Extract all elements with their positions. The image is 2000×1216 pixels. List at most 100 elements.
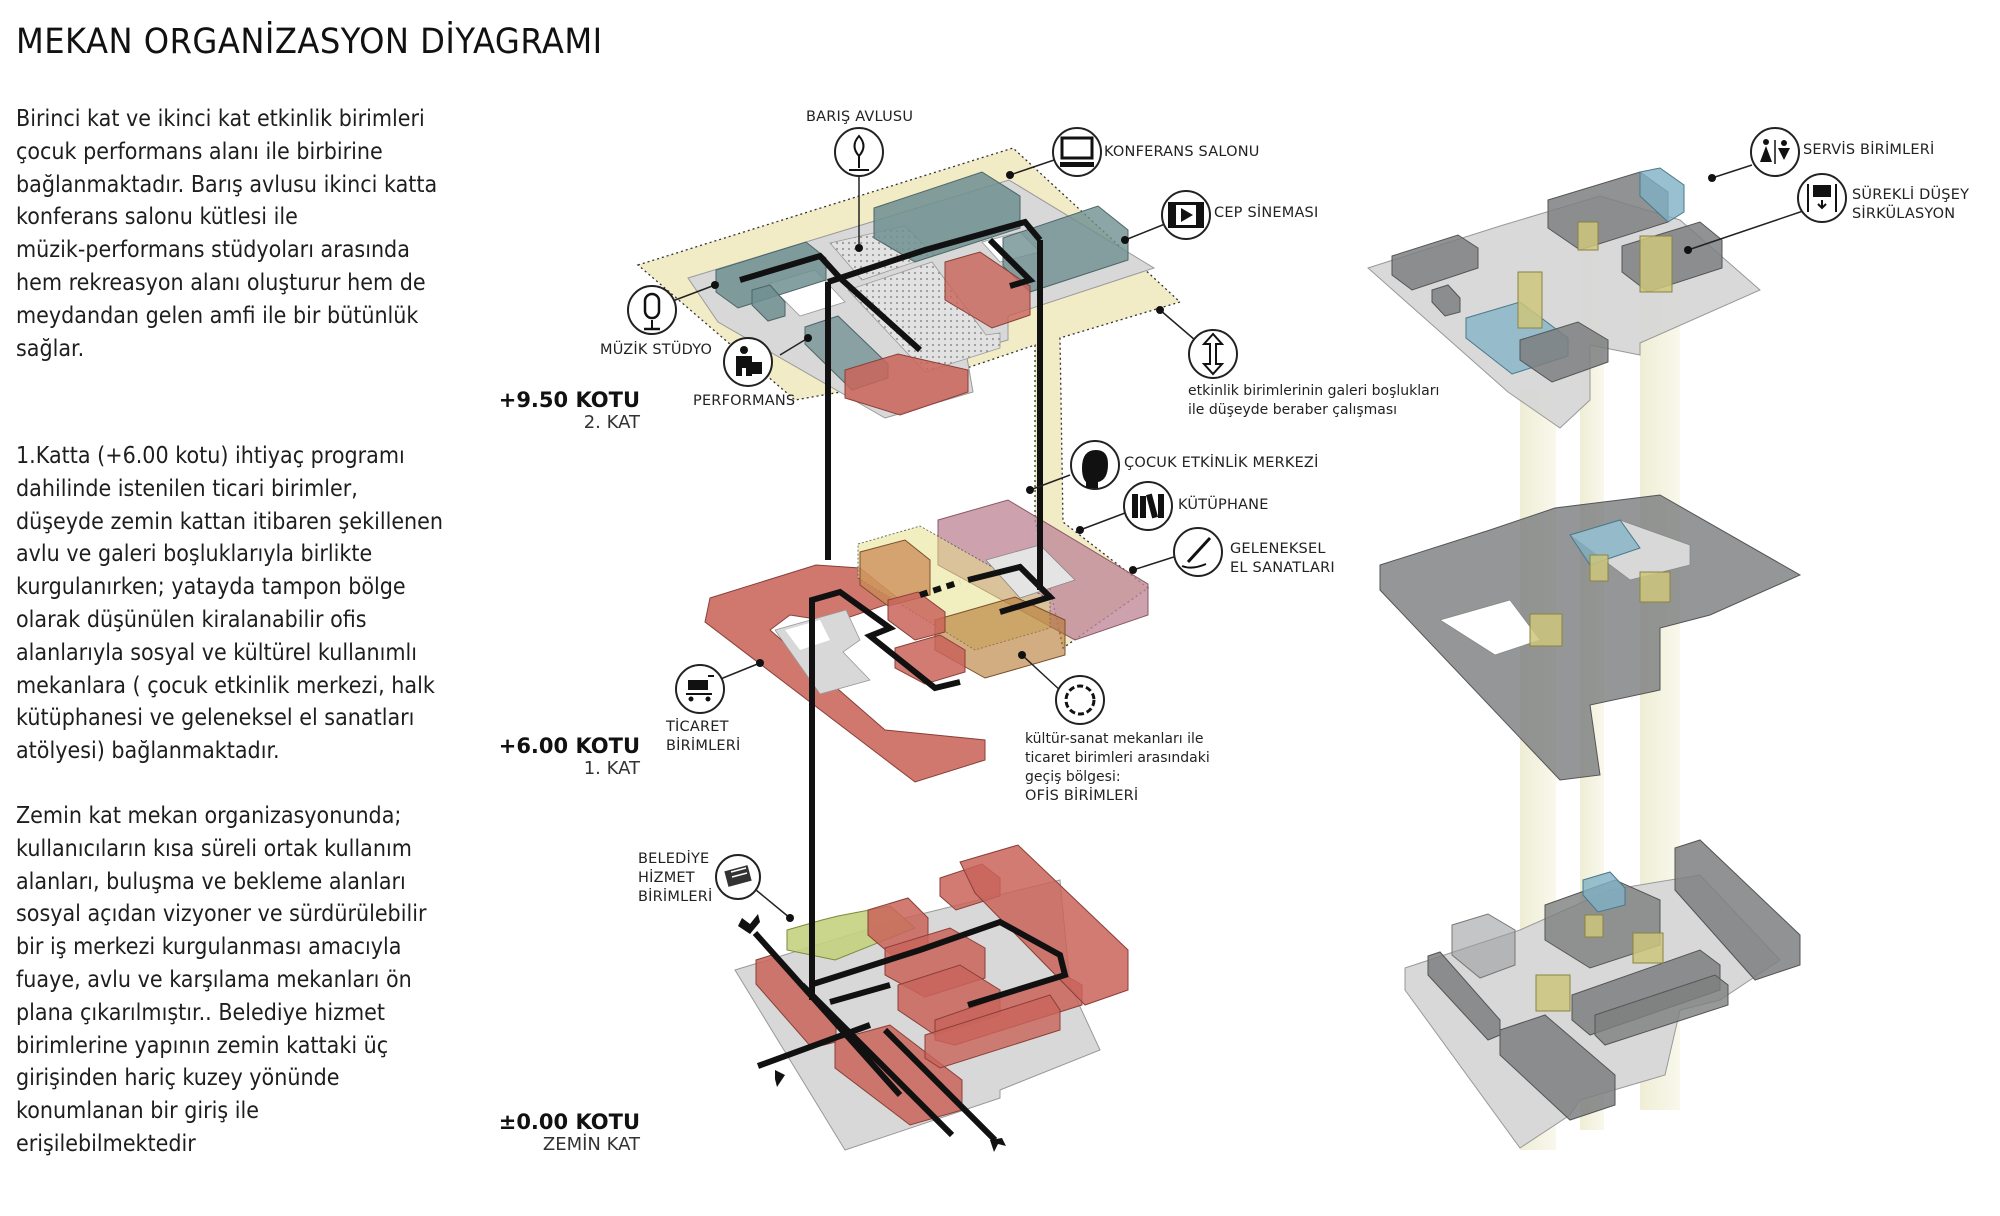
text-line: bağlanmaktadır. Barış avlusu ikinci katt… xyxy=(16,171,438,198)
child-head-icon xyxy=(1070,440,1120,490)
text-line: meydandan gelen amfi ile bir bütünlük xyxy=(16,302,419,329)
brush-hand-icon xyxy=(1173,527,1223,577)
entrance-arrow-icon xyxy=(990,1138,1006,1152)
text-line: alanlarıyla sosyal ve kültürel kullanıml… xyxy=(16,639,418,666)
paragraph-ground-floor: Zemin kat mekan organizasyonunda; kullan… xyxy=(16,800,466,1161)
text-line: birimlerine yapının zemin kattaki üç xyxy=(16,1032,389,1059)
books-icon xyxy=(1123,481,1173,531)
floor-text: 1. KAT xyxy=(583,758,640,779)
circulation-path xyxy=(882,1027,998,1143)
label-line: TİCARET xyxy=(666,719,729,735)
elevator-icon xyxy=(1797,173,1847,223)
konferans-salonu-mass xyxy=(873,171,1021,263)
text-line: kütüphanesi ve geleneksel el sanatları xyxy=(16,705,415,732)
circulation-path xyxy=(739,252,843,283)
elevation-text: +9.50 KOTU xyxy=(498,388,640,412)
text-line: sosyal açıdan vizyoner ve sürdürülebilir xyxy=(16,901,427,928)
label-baris-avlusu: BARIŞ AVLUSU xyxy=(806,109,914,125)
circulation-path xyxy=(799,982,955,1138)
label-line: BİRİMLERİ xyxy=(666,738,741,754)
text-line: konumlanan bir giriş ile xyxy=(16,1098,259,1125)
shopping-cart-icon xyxy=(675,664,725,714)
elevation-text: ±0.00 KOTU xyxy=(498,1110,640,1134)
restroom-icon xyxy=(1750,127,1800,177)
text-line: dahilinde istenilen ticari birimler, xyxy=(16,475,358,502)
core-box xyxy=(1589,554,1609,582)
level-label-first-floor: +6.00 KOTU 1. KAT xyxy=(490,734,640,779)
circulation-path xyxy=(829,982,891,1005)
label-line: SİRKÜLASYON xyxy=(1852,206,1956,222)
text-line: müzik-performans stüdyoları arasında xyxy=(16,237,410,264)
note-line: kültür-sanat mekanları ile xyxy=(1025,731,1204,747)
label-line: GELENEKSEL xyxy=(1230,541,1326,557)
performance-red-mass xyxy=(944,251,1031,329)
core-box xyxy=(1639,235,1673,293)
label-cep-sinemasi: CEP SİNEMASI xyxy=(1214,205,1319,221)
label-geleneksel: GELENEKSEL EL SANATLARI xyxy=(1230,540,1335,578)
label-kutuphane: KÜTÜPHANE xyxy=(1178,497,1269,513)
label-line: EL SANATLARI xyxy=(1230,560,1335,576)
label-muzik-studyo: MÜZİK STÜDYO xyxy=(600,342,713,358)
circulation-path xyxy=(967,563,1056,615)
vertical-arrow-icon xyxy=(1188,329,1238,379)
label-cocuk-etkinlik: ÇOCUK ETKİNLİK MERKEZİ xyxy=(1124,455,1319,471)
core-box xyxy=(1584,914,1604,938)
text-line: 1.Katta (+6.00 kotu) ihtiyaç programı xyxy=(16,443,405,469)
performance-red-mass xyxy=(844,353,969,416)
note-line: ticaret birimleri arasındaki xyxy=(1025,750,1210,766)
label-belediye: BELEDİYE HİZMET BİRİMLERİ xyxy=(638,850,712,907)
core-box xyxy=(1529,613,1563,647)
central-ground-floor xyxy=(734,844,1129,1151)
label-ticaret: TİCARET BİRİMLERİ xyxy=(666,718,740,756)
entrance-arrow-icon xyxy=(738,914,760,934)
text-line: fuaye, avlu ve karşılama mekanları ön xyxy=(16,966,412,993)
screen-audience-icon xyxy=(1052,127,1102,177)
circulation-path xyxy=(809,918,1069,1008)
circulation-path xyxy=(809,588,961,1000)
note-line: ile düşeyde beraber çalışması xyxy=(1188,402,1398,418)
text-line: konferans salonu kütlesi ile xyxy=(16,204,298,231)
label-line: BELEDİYE xyxy=(638,851,710,867)
label-performans: PERFORMANS xyxy=(693,393,796,409)
paragraph-first-floor: 1.Katta (+6.00 kotu) ihtiyaç programı da… xyxy=(16,440,466,768)
label-line: BİRİMLERİ xyxy=(638,889,713,905)
label-line: SÜREKLİ DÜŞEY xyxy=(1852,187,1970,203)
text-line: sağlar. xyxy=(16,335,85,362)
core-box xyxy=(1639,571,1671,603)
label-line: HİZMET xyxy=(638,870,695,886)
cep-sinemasi-mass xyxy=(1002,205,1129,293)
circulation-path xyxy=(827,218,1043,285)
level-label-ground-floor: ±0.00 KOTU ZEMİN KAT xyxy=(490,1110,640,1155)
note-ofis: kültür-sanat mekanları ile ticaret birim… xyxy=(1025,730,1210,806)
elevation-text: +6.00 KOTU xyxy=(498,734,640,758)
text-line: kullanıcıların kısa süreli ortak kullanı… xyxy=(16,835,412,862)
text-line: Zemin kat mekan organizasyonunda; xyxy=(16,803,402,829)
text-line: kurgulanırken; yatayda tampon bölge xyxy=(16,574,406,601)
core-box xyxy=(1535,974,1571,1012)
note-line: geçiş bölgesi: xyxy=(1025,769,1121,785)
text-line: çocuk performans alanı ile birbirine xyxy=(16,138,383,165)
text-line: alanları, buluşma ve bekleme alanları xyxy=(16,868,406,895)
page-title: MEKAN ORGANİZASYON DİYAGRAMI xyxy=(16,22,603,62)
label-konferans-salonu: KONFERANS SALONU xyxy=(1104,144,1260,160)
circulation-lines xyxy=(739,218,1069,1143)
text-line: Birinci kat ve ikinci kat etkinlik birim… xyxy=(16,106,425,132)
text-line: hem rekreasyon alanı oluşturur hem de xyxy=(16,269,426,296)
note-line: etkinlik birimlerinin galeri boşlukları xyxy=(1188,383,1440,399)
core-box xyxy=(1632,932,1664,964)
performer-icon xyxy=(723,337,773,387)
right-diagram xyxy=(1367,167,1802,1150)
right-middle-slab xyxy=(1379,494,1802,781)
note-galeri: etkinlik birimlerinin galeri boşlukları … xyxy=(1188,382,1439,420)
core-box xyxy=(1517,271,1543,329)
circulation-path xyxy=(919,579,961,598)
cycle-circle-icon xyxy=(1055,675,1105,725)
paragraph-second-floor: Birinci kat ve ikinci kat etkinlik birim… xyxy=(16,103,466,365)
text-line: atölyesi) bağlanmaktadır. xyxy=(16,738,280,765)
text-line: düşeyde zemin kattan itibaren şekillenen xyxy=(16,508,444,535)
document-icon xyxy=(715,854,761,900)
text-line: bir iş merkezi kurgulanması amacıyla xyxy=(16,934,402,961)
film-play-icon xyxy=(1161,190,1211,240)
text-line: olarak düşünülen kiralanabilir ofis xyxy=(16,606,367,633)
